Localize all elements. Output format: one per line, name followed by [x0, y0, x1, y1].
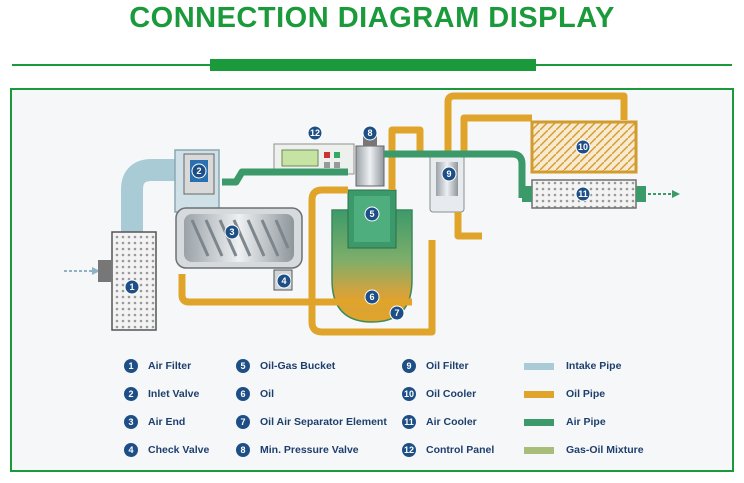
callout-number: 3 [229, 227, 234, 237]
legend-label: Min. Pressure Valve [260, 444, 359, 456]
legend-swatch [524, 390, 554, 398]
callout-10: 10 [575, 139, 591, 155]
callout-number: 11 [578, 189, 588, 199]
callout-number: 2 [196, 166, 201, 176]
callout-number: 4 [281, 276, 286, 286]
callout-3: 3 [224, 224, 240, 240]
legend-item-12: 12 Control Panel [402, 442, 494, 458]
legend-label: Air Filter [148, 360, 192, 372]
callout-1: 1 [124, 279, 140, 295]
legend-item-5: 5 Oil-Gas Bucket [236, 358, 335, 374]
callout-number: 10 [578, 142, 588, 152]
legend-item-1: 1 Air Filter [124, 358, 191, 374]
legend-label: Air Cooler [426, 416, 477, 428]
callout-4: 4 [276, 273, 292, 289]
legend-number: 5 [236, 359, 250, 373]
callout-12: 12 [307, 125, 323, 141]
legend-label: Control Panel [426, 444, 495, 456]
legend-item-6: 6 Oil [236, 386, 274, 402]
callout-number: 6 [369, 292, 374, 302]
legend-pipe-2: Oil Pipe [524, 386, 605, 402]
legend-item-8: 8 Min. Pressure Valve [236, 442, 359, 458]
callout-7: 7 [389, 305, 405, 321]
callout-9: 9 [441, 166, 457, 182]
legend-number: 4 [124, 443, 138, 457]
callout-2: 2 [191, 163, 207, 179]
callout-number: 9 [446, 169, 451, 179]
oil-cooler [530, 120, 638, 174]
callout-number: 1 [129, 282, 134, 292]
legend-label: Gas-Oil Mixture [566, 444, 644, 456]
legend-label: Air Pipe [566, 416, 606, 428]
legend-label: Check Valve [148, 444, 210, 456]
min-pressure-valve [355, 136, 385, 187]
oil-filter [429, 153, 465, 213]
callout-number: 8 [367, 128, 372, 138]
legend-swatch [524, 418, 554, 426]
legend-number: 8 [236, 443, 250, 457]
legend-label: Oil-Gas Bucket [260, 360, 336, 372]
legend-label: Oil Cooler [426, 388, 477, 400]
outlet-arrow [648, 190, 680, 198]
legend-number: 3 [124, 415, 138, 429]
callout-11: 11 [575, 186, 591, 202]
legend-number: 12 [402, 443, 416, 457]
legend-label: Oil Air Separator Element [260, 416, 387, 428]
callout-8: 8 [362, 125, 378, 141]
legend-swatch [524, 446, 554, 454]
legend-number: 1 [124, 359, 138, 373]
legend-label: Oil Pipe [566, 388, 606, 400]
legend-number: 9 [402, 359, 416, 373]
oil-gas-bucket [331, 189, 413, 323]
legend-label: Oil [260, 388, 275, 400]
legend-item-11: 11 Air Cooler [402, 414, 477, 430]
legend-label: Inlet Valve [148, 388, 200, 400]
intake-arrow [64, 267, 100, 275]
oil-pipe [178, 92, 628, 336]
legend-item-9: 9 Oil Filter [402, 358, 469, 374]
legend-number: 11 [402, 415, 416, 429]
callout-number: 7 [394, 308, 399, 318]
legend-number: 10 [402, 387, 416, 401]
legend-pipe-1: Intake Pipe [524, 358, 621, 374]
legend-item-4: 4 Check Valve [124, 442, 209, 458]
legend-label: Air End [148, 416, 186, 428]
legend-number: 6 [236, 387, 250, 401]
legend-swatch [524, 362, 554, 370]
callout-number: 12 [310, 128, 320, 138]
legend-number: 2 [124, 387, 138, 401]
legend-item-3: 3 Air End [124, 414, 185, 430]
air-end [175, 207, 303, 269]
legend-pipe-4: Gas-Oil Mixture [524, 442, 644, 458]
callout-6: 6 [364, 289, 380, 305]
air-filter [98, 231, 157, 331]
legend-number: 7 [236, 415, 250, 429]
legend-item-10: 10 Oil Cooler [402, 386, 476, 402]
callout-5: 5 [364, 206, 380, 222]
page-title: CONNECTION DIAGRAM DISPLAY [129, 2, 615, 34]
legend-label: Oil Filter [426, 360, 469, 372]
legend-pipe-3: Air Pipe [524, 414, 606, 430]
legend-item-2: 2 Inlet Valve [124, 386, 199, 402]
title-underline-bar [210, 59, 536, 71]
legend-item-7: 7 Oil Air Separator Element [236, 414, 387, 430]
legend-label: Intake Pipe [566, 360, 622, 372]
callout-number: 5 [369, 209, 374, 219]
